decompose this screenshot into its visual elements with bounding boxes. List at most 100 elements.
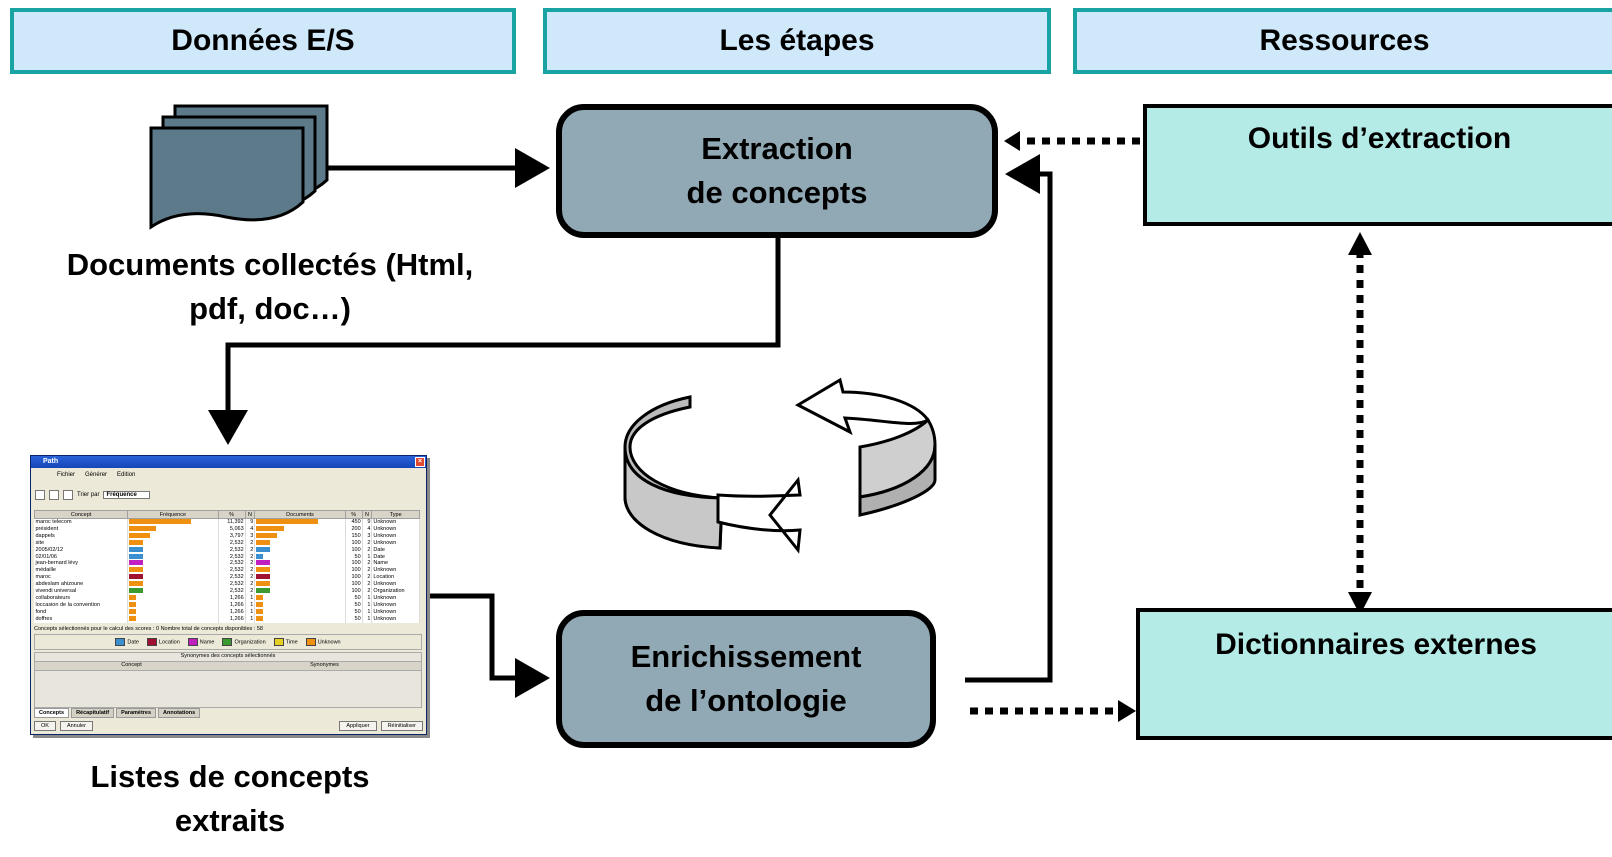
legend-label: Unknown — [317, 639, 341, 646]
documents-bar-cell — [254, 574, 346, 582]
table-cell: 100 — [345, 574, 363, 582]
frequency-bar-cell — [127, 581, 219, 589]
table-cell: 2 — [245, 581, 256, 589]
step-extraction: Extraction de concepts — [556, 104, 998, 238]
resource-external-dictionaries-label: Dictionnaires externes — [1215, 628, 1537, 661]
synonyms-col-synonyms: Synonymes — [310, 662, 339, 668]
table-cell: 1,266 — [218, 608, 246, 616]
tab-recapitulatif[interactable]: Récapitulatif — [71, 708, 115, 718]
caption-concepts-line2: extraits — [174, 803, 286, 838]
frequency-bar-cell — [127, 608, 219, 616]
legend-label: Time — [285, 639, 298, 646]
frequency-bar — [129, 525, 157, 531]
tab-annotations[interactable]: Annotations — [158, 708, 201, 718]
table-cell: 2 — [245, 560, 256, 568]
frequency-bar — [129, 615, 137, 621]
caption-documents-line2: pdf, doc…) — [189, 291, 351, 326]
close-icon[interactable]: × — [415, 457, 425, 467]
documents-bar — [256, 567, 270, 573]
table-cell: 100 — [345, 588, 363, 595]
arrow-extraction-to-list — [208, 236, 781, 445]
table-cell-concept: 02/01/06 — [34, 553, 129, 561]
documents-bar-cell — [254, 588, 346, 595]
resource-extraction-tools: Outils d’extraction — [1143, 104, 1612, 226]
header-steps: Les étapes — [543, 8, 1051, 74]
table-cell: 1 — [245, 615, 256, 623]
uncheck-all-icon[interactable] — [49, 490, 59, 500]
legend-item: Organization — [222, 638, 266, 646]
cancel-button[interactable]: Annuler — [59, 721, 93, 731]
documents-bar — [256, 525, 284, 531]
table-header[interactable]: Documents — [254, 510, 346, 519]
documents-bar-cell — [254, 553, 346, 561]
apply-button[interactable]: Appliquer — [339, 721, 377, 731]
table-cell: 100 — [345, 560, 363, 568]
legend-item: Name — [187, 638, 214, 646]
frequency-bar — [129, 546, 143, 552]
table-header[interactable]: Concept — [33, 510, 129, 519]
table-cell-concept: vivendi universal — [34, 588, 129, 595]
documents-bar-cell — [254, 539, 346, 547]
frequency-bar — [129, 567, 143, 573]
check-all-icon[interactable] — [35, 490, 45, 500]
synonyms-header: Concept Synonymes — [35, 661, 421, 671]
table-cell: 150 — [345, 532, 363, 540]
sort-label: Trier par — [77, 492, 100, 498]
legend-swatch — [273, 638, 284, 646]
frequency-bar-cell — [127, 615, 219, 623]
table-cell-concept: maroc — [34, 574, 129, 582]
ok-button[interactable]: OK — [34, 721, 56, 731]
table-header[interactable]: % — [217, 510, 246, 519]
tab-parametres[interactable]: Paramètres — [116, 708, 157, 718]
tab-concepts[interactable]: Concepts — [34, 708, 70, 718]
table-header[interactable]: N — [361, 510, 373, 519]
table-header[interactable]: Type — [371, 510, 420, 519]
table-cell-concept: loccasion de la convention — [34, 601, 129, 609]
window-title-text: Path — [43, 458, 59, 465]
table-cell: 1 — [362, 601, 373, 609]
menu-fichier[interactable]: Fichier — [57, 472, 76, 478]
frequency-bar-cell — [127, 518, 219, 526]
table-cell: 2 — [362, 567, 373, 575]
sort-select[interactable]: Fréquence — [103, 491, 150, 499]
legend-swatch — [115, 638, 126, 646]
reset-button[interactable]: Réinitialiser — [380, 721, 423, 731]
table-cell: 100 — [345, 546, 363, 554]
menu-generer[interactable]: Générer — [85, 472, 108, 478]
legend-swatch — [187, 638, 198, 646]
button-bar: OK Annuler Appliquer Réinitialiser — [34, 721, 423, 731]
table-header[interactable]: Fréquence — [127, 510, 219, 519]
table-header[interactable]: N — [244, 510, 256, 519]
table-cell: 2 — [245, 546, 256, 554]
frequency-bar — [129, 539, 143, 545]
menu-edition[interactable]: Edition — [117, 472, 136, 478]
documents-bar — [256, 546, 270, 552]
table-cell: 1,266 — [218, 615, 246, 623]
table-cell: 9 — [245, 518, 256, 526]
caption-concepts: Listes de concepts extraits — [40, 755, 420, 843]
frequency-bar-cell — [127, 574, 219, 582]
frequency-bar — [129, 519, 192, 525]
table-header[interactable]: % — [344, 510, 363, 519]
toolbar: Trier par Fréquence — [31, 488, 426, 502]
table-cell: Date — [371, 546, 420, 554]
select-icon[interactable] — [63, 490, 73, 500]
